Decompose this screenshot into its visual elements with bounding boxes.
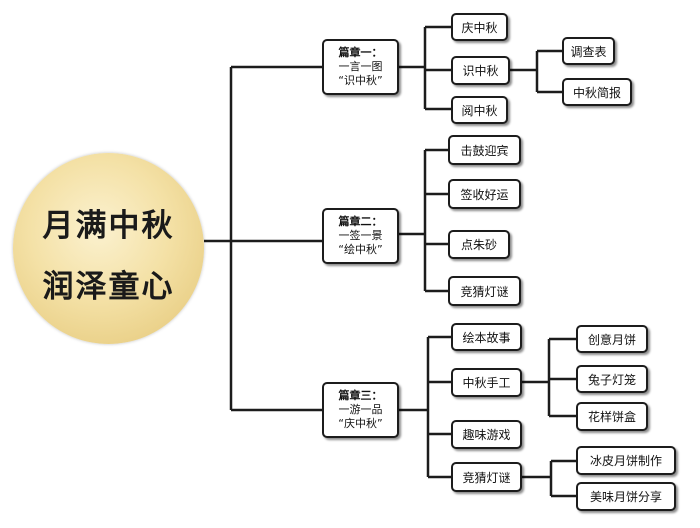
center-title-line2: 润泽童心 xyxy=(42,269,175,305)
chapter-2-theme: “绘中秋” xyxy=(338,243,383,256)
ch2-item-2: 签收好运 xyxy=(448,179,521,209)
chapter-2-title: 篇章二： xyxy=(338,215,383,228)
chapter-1-sub: 一言一图 xyxy=(338,60,383,73)
center-moon: 月满中秋 润泽童心 xyxy=(13,153,204,344)
ch1-item-2: 识中秋 xyxy=(451,56,510,85)
ch1-item-3: 阅中秋 xyxy=(451,96,508,124)
chapter-3-title: 篇章三： xyxy=(338,389,383,402)
ch3-craft-1: 创意月饼 xyxy=(576,325,648,353)
ch2-item-3: 点朱砂 xyxy=(448,230,510,259)
chapter-2-sub: 一签一景 xyxy=(338,229,383,242)
chapter-1-theme: “识中秋” xyxy=(338,74,383,87)
ch1-sub-1: 调查表 xyxy=(562,37,615,65)
chapter-2-node: 篇章二： 一签一景 “绘中秋” xyxy=(322,208,399,264)
chapter-3-sub: 一游一品 xyxy=(338,403,383,416)
ch3-item-3: 趣味游戏 xyxy=(451,420,522,449)
ch3-riddle-1: 冰皮月饼制作 xyxy=(576,446,676,475)
ch3-item-4: 竞猜灯谜 xyxy=(451,462,522,492)
ch3-craft-3: 花样饼盒 xyxy=(576,402,648,431)
ch1-item-1: 庆中秋 xyxy=(451,13,508,41)
ch3-item-1: 绘本故事 xyxy=(451,323,522,351)
chapter-1-title: 篇章一： xyxy=(338,46,383,59)
center-title-line1: 月满中秋 xyxy=(42,208,175,244)
ch2-item-1: 击鼓迎宾 xyxy=(448,135,521,165)
ch3-craft-2: 兔子灯笼 xyxy=(576,365,648,393)
chapter-1-node: 篇章一： 一言一图 “识中秋” xyxy=(322,39,399,95)
ch3-item-2: 中秋手工 xyxy=(451,368,522,397)
ch3-riddle-2: 美味月饼分享 xyxy=(576,482,676,511)
chapter-3-node: 篇章三： 一游一品 “庆中秋” xyxy=(322,382,399,438)
ch1-sub-2: 中秋简报 xyxy=(562,78,632,106)
chapter-3-theme: “庆中秋” xyxy=(338,417,383,430)
ch2-item-4: 竞猜灯谜 xyxy=(448,276,521,306)
